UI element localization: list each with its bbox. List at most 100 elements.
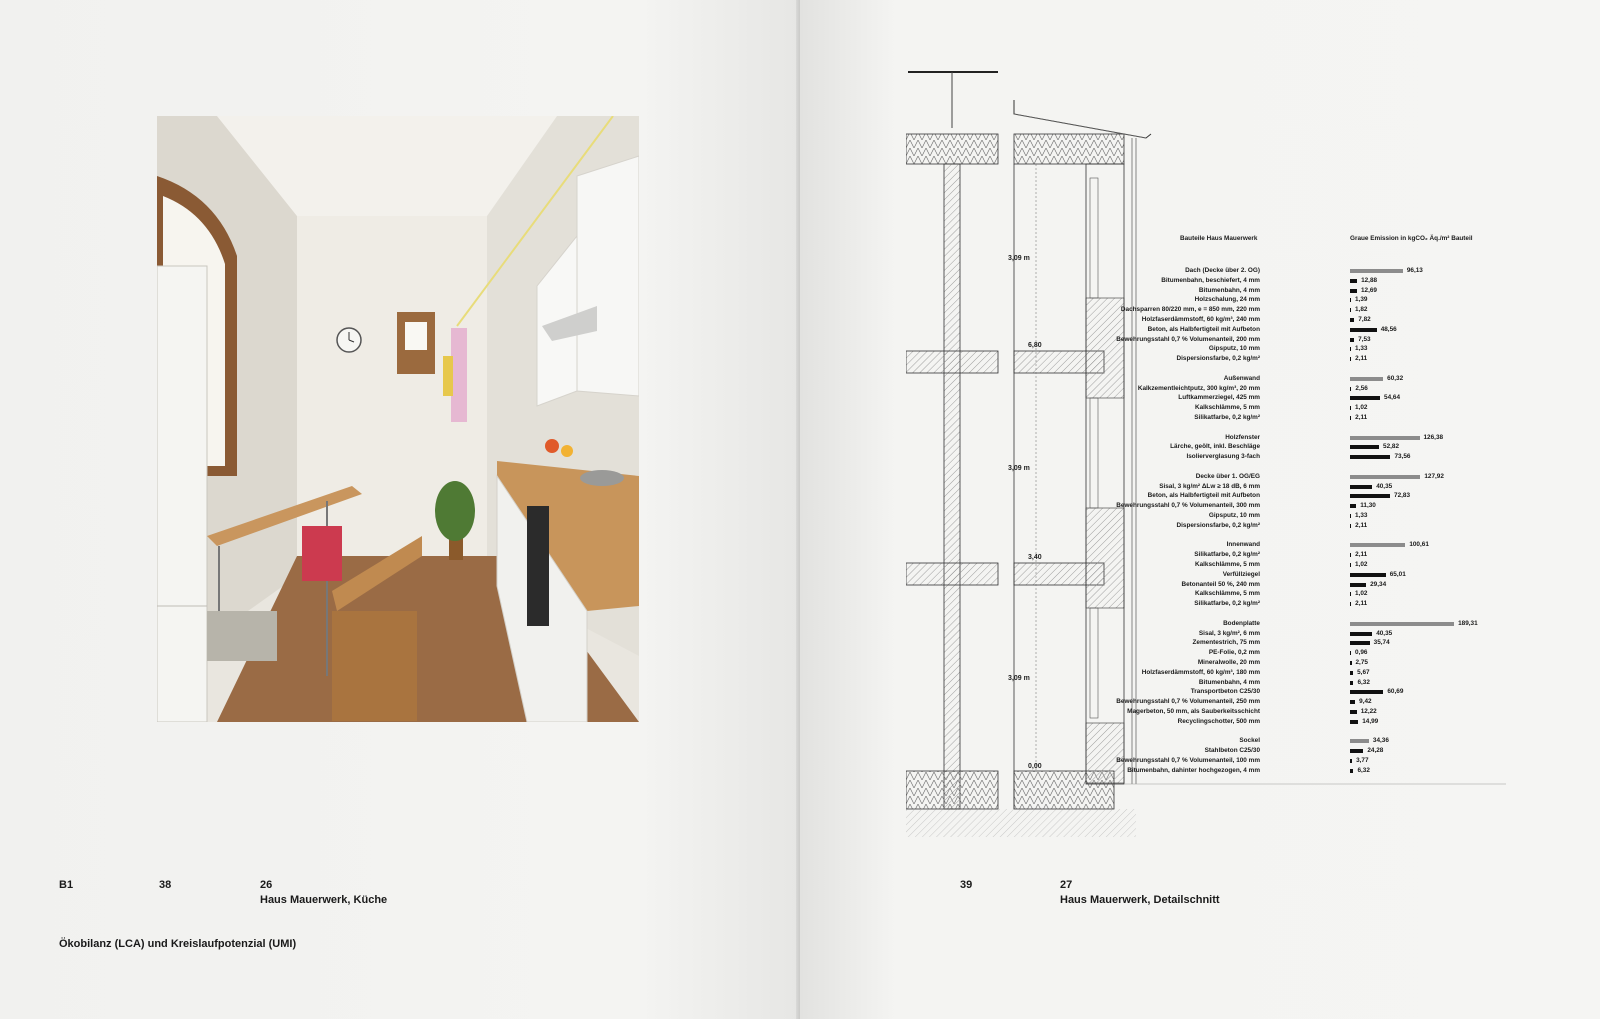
- chart-bar: [1350, 700, 1356, 705]
- chart-bar: [1350, 386, 1352, 391]
- chart-item-label: Lärche, geölt, inkl. Beschläge: [1170, 443, 1260, 451]
- chart-value-label: 40,35: [1376, 482, 1393, 490]
- chart-bar: [1350, 308, 1351, 313]
- chart-bar: [1350, 572, 1386, 577]
- chart-item-label: Stahlbeton C25/30: [1204, 747, 1260, 755]
- chart-item-label: Gipsputz, 10 mm: [1208, 512, 1260, 519]
- chart-item-row: Bewehrungsstahl 0,7 % Volumenanteil, 300…: [1080, 501, 1590, 511]
- chart-item-label: Bewehrungsstahl 0,7 % Volumenanteil, 300…: [1116, 502, 1260, 510]
- chart-item-label: Kalkschlämme, 5 mm: [1194, 590, 1260, 598]
- chart-bar: [1350, 592, 1351, 597]
- chart-bar: [1350, 494, 1391, 499]
- chart-bar: [1350, 749, 1364, 754]
- chart-bar: [1350, 523, 1352, 528]
- chart-bar: [1350, 416, 1352, 420]
- chart-item-label: Bitumenbahn, dahinter hochgezogen, 4 mm: [1127, 766, 1260, 774]
- chart-value-label: 73,56: [1394, 453, 1411, 461]
- chart-bar: [1350, 641, 1370, 646]
- chart-bar: [1350, 327, 1377, 332]
- chart-value-label: 1,02: [1355, 404, 1368, 412]
- chart-bar: [1350, 631, 1373, 636]
- chart-bar: [1350, 396, 1381, 401]
- chart-value-label: 7,53: [1358, 335, 1371, 343]
- chart-value-label: 72,83: [1394, 492, 1411, 500]
- chart-value-label: 11,30: [1360, 502, 1376, 510]
- chart-bar: [1350, 768, 1354, 773]
- chart-value-label: 127,92: [1424, 472, 1444, 480]
- kitchen-photo: [157, 116, 639, 722]
- chart-value-label: 24,28: [1367, 747, 1384, 755]
- chart-value-label: 54,64: [1384, 394, 1401, 402]
- chart-item-label: Luftkammerziegel, 425 mm: [1178, 394, 1260, 402]
- chart-bar: [1350, 739, 1369, 744]
- chart-value-label: 2,11: [1355, 414, 1368, 421]
- chart-item-label: Sisal, 3 kg/m², 6 mm: [1198, 629, 1260, 637]
- chart-item-label: Silikatfarbe, 0,2 kg/m²: [1194, 414, 1260, 421]
- chart-group-label: Holzfenster: [1225, 433, 1260, 441]
- chart-item-row: Stahlbeton C25/30 24,28: [1080, 746, 1590, 756]
- chart-bar: [1350, 278, 1358, 283]
- chart-item-row: Luftkammerziegel, 425 mm 54,64: [1080, 393, 1590, 403]
- chart-item-label: Holzfaserdämmstoff, 60 kg/m³, 240 mm: [1141, 316, 1260, 323]
- chart-bar: [1350, 680, 1354, 685]
- section-title: Ökobilanz (LCA) und Kreislaufpotenzial (…: [59, 938, 297, 950]
- chart-value-label: 1,82: [1355, 306, 1368, 314]
- level-label: 3,09 m: [1008, 255, 1030, 262]
- chart-bar: [1350, 445, 1380, 450]
- chart-item-label: Gipsputz, 10 mm: [1208, 345, 1260, 353]
- chart-item-label: Recyclingschotter, 500 mm: [1177, 717, 1260, 725]
- chart-item-label: Sisal, 3 kg/m² ΔLw ≥ 18 dB, 6 mm: [1159, 482, 1260, 490]
- section-code: B1: [59, 879, 74, 891]
- right-page: 39 27 Haus Mauerwerk, Detailschnitt: [800, 0, 1600, 1019]
- chart-value-label: 126,38: [1423, 433, 1444, 441]
- chart-value-label: 5,67: [1357, 668, 1370, 676]
- chart-item-label: Kalkschlämme, 5 mm: [1194, 404, 1260, 412]
- chart-bar: [1350, 337, 1355, 342]
- chart-item-label: Magerbeton, 50 mm, als Sauberkeitsschich…: [1127, 708, 1260, 715]
- chart-item-label: Bitumenbahn, beschiefert, 4 mm: [1161, 276, 1260, 284]
- chart-item-label: Zementestrich, 75 mm: [1192, 639, 1260, 647]
- chart-bar: [1350, 474, 1421, 479]
- chart-bar: [1350, 435, 1420, 440]
- chart-item-label: Silikatfarbe, 0,2 kg/m²: [1194, 600, 1260, 608]
- chart-bar: [1350, 670, 1354, 675]
- chart-value-label: 189,31: [1458, 619, 1478, 627]
- chart-value-label: 65,01: [1389, 570, 1406, 578]
- chart-group-row: Holzfenster 126,38: [1080, 433, 1590, 443]
- chart-item-label: Bitumenbahn, 4 mm: [1198, 678, 1260, 686]
- chart-item-label: Mineralwolle, 20 mm: [1197, 659, 1260, 666]
- left-page: B1 38 26 Haus Mauerwerk, Küche Ökobilanz…: [0, 0, 800, 1019]
- chart-bar: [1350, 759, 1353, 763]
- chart-item-label: Beton, als Halbfertigteil mit Aufbeton: [1147, 325, 1260, 333]
- chart-bar: [1350, 690, 1384, 695]
- chart-bar: [1350, 484, 1373, 489]
- page-number-right: 39: [960, 879, 973, 891]
- chart-item-row: Bewehrungsstahl 0,7 % Volumenanteil, 250…: [1080, 697, 1590, 707]
- chart-bar: [1350, 563, 1351, 567]
- chart-category-header: Bauteile Haus Mauerwerk: [1180, 235, 1258, 242]
- chart-value-label: 7,82: [1358, 316, 1371, 323]
- chart-value-label: 2,56: [1355, 384, 1368, 392]
- chart-bar: [1350, 269, 1403, 273]
- chart-value-label: 2,11: [1355, 355, 1368, 363]
- chart-value-label: 6,32: [1357, 678, 1370, 686]
- chart-group-row: Dach (Decke über 2. OG)96,13: [1080, 266, 1590, 276]
